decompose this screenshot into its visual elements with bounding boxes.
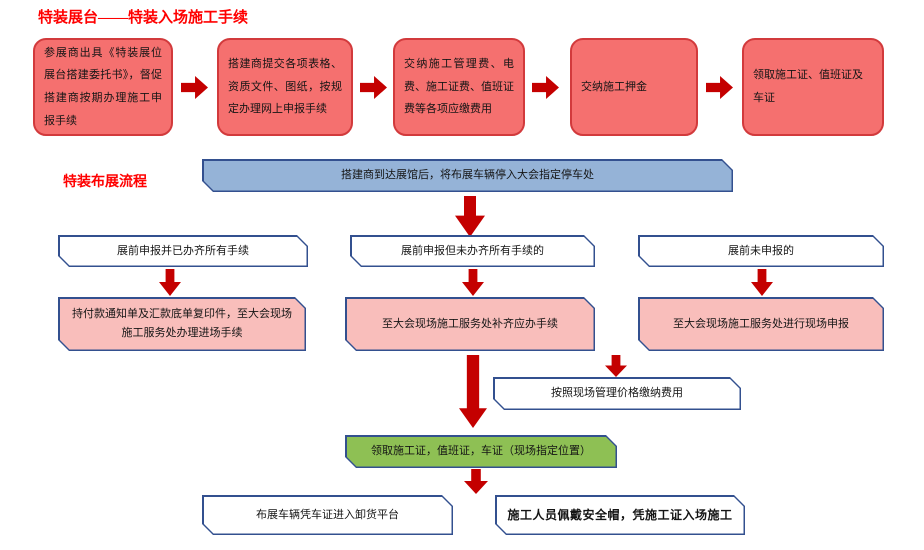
pre-entry-step-text-5: 领取施工证、值班证及车证 [753, 69, 863, 104]
branch-action-box-2: 至大会现场施工服务处补齐应办手续 [345, 297, 595, 351]
box-fill [204, 497, 452, 534]
branch-action-text-1: 持付款通知单及汇款底单复印件，至大会现场施工服务处办理进场手续 [72, 308, 292, 339]
arrival-box-text: 搭建商到达展馆后，将布展车辆停入大会指定停车处 [341, 169, 594, 182]
arrow-down-icon-branch-1 [159, 269, 181, 296]
box-fill [495, 379, 740, 409]
vehicle-unloading-text: 布展车辆凭车证进入卸货平台 [256, 508, 399, 521]
pre-entry-step-text-3: 交纳施工管理费、电费、施工证费、值班证费等各项应缴费用 [404, 58, 514, 116]
box-fill [60, 299, 305, 350]
arrow-down-icon-branch-3 [751, 269, 773, 296]
arrow-right-icon-2 [360, 76, 387, 99]
branch-action-text-3: 至大会现场施工服务处进行现场申报 [673, 317, 849, 330]
branch-condition-text-2: 展前申报但未办齐所有手续的 [401, 244, 544, 257]
arrow-right-icon-3 [532, 76, 559, 99]
vehicle-unloading-box: 布展车辆凭车证进入卸货平台 [202, 495, 453, 535]
pre-entry-step-text-4: 交纳施工押金 [581, 80, 647, 93]
arrow-right-icon-1 [181, 76, 208, 99]
branch-condition-box-3: 展前未申报的 [638, 235, 884, 267]
box-fill [640, 299, 883, 350]
arrival-box-fill [204, 161, 732, 191]
onsite-payment-text: 按照现场管理价格缴纳费用 [551, 387, 683, 400]
pre-entry-step-box-5: 领取施工证、值班证及车证 [742, 38, 884, 136]
arrow-down-icon-long [459, 355, 487, 428]
pass-collection-text: 领取施工证，值班证，车证（现场指定位置） [371, 445, 591, 458]
pre-entry-step-box-1: 参展商出具《特装展位展台搭建委托书》，督促搭建商按期办理施工申报手续 [33, 38, 173, 136]
arrival-box: 搭建商到达展馆后，将布展车辆停入大会指定停车处 [202, 159, 733, 192]
box-fill [347, 299, 594, 350]
box-fill [497, 497, 744, 534]
section-label: 特装布展流程 [63, 175, 147, 190]
pre-entry-step-box-2: 搭建商提交各项表格、资质文件、图纸，按规定办理网上申报手续 [217, 38, 353, 136]
pre-entry-step-text-2: 搭建商提交各项表格、资质文件、图纸，按规定办理网上申报手续 [228, 58, 342, 116]
pre-entry-step-text-1: 参展商出具《特装展位展台搭建委托书》，督促搭建商按期办理施工申报手续 [44, 46, 162, 127]
page-title: 特装展台——特装入场施工手续 [38, 10, 249, 26]
arrow-right-icon-4 [706, 76, 733, 99]
box-fill [60, 237, 307, 266]
arrow-down-icon-main [455, 196, 485, 237]
branch-condition-text-3: 展前未申报的 [728, 244, 794, 257]
branch-condition-text-1: 展前申报并已办齐所有手续 [117, 244, 249, 257]
branch-action-box-1: 持付款通知单及汇款底单复印件，至大会现场施工服务处办理进场手续 [58, 297, 306, 351]
box-fill [347, 437, 616, 467]
arrow-down-icon-final [464, 469, 488, 494]
arrow-down-icon-branch-2 [462, 269, 484, 296]
worker-entry-box: 施工人员佩戴安全帽，凭施工证入场施工 [495, 495, 745, 535]
onsite-payment-box: 按照现场管理价格缴纳费用 [493, 377, 741, 410]
pass-collection-box: 领取施工证，值班证，车证（现场指定位置） [345, 435, 617, 468]
branch-action-box-3: 至大会现场施工服务处进行现场申报 [638, 297, 884, 351]
branch-condition-box-1: 展前申报并已办齐所有手续 [58, 235, 308, 267]
box-fill [640, 237, 883, 266]
arrow-down-icon-payment [605, 355, 627, 377]
box-fill [352, 237, 594, 266]
worker-entry-text: 施工人员佩戴安全帽，凭施工证入场施工 [507, 507, 733, 522]
branch-action-text-2: 至大会现场施工服务处补齐应办手续 [382, 317, 558, 330]
pre-entry-step-box-4: 交纳施工押金 [570, 38, 698, 136]
branch-condition-box-2: 展前申报但未办齐所有手续的 [350, 235, 595, 267]
pre-entry-step-box-3: 交纳施工管理费、电费、施工证费、值班证费等各项应缴费用 [393, 38, 525, 136]
